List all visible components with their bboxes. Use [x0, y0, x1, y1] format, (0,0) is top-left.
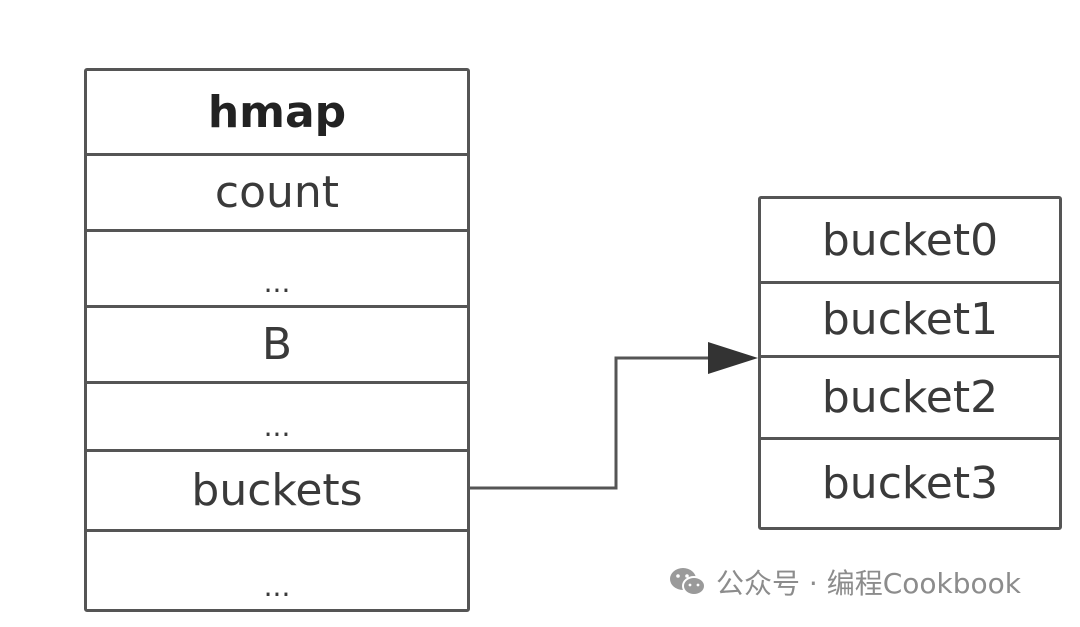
- bucket-3: bucket3: [761, 437, 1059, 527]
- bucket-2: bucket2: [761, 355, 1059, 437]
- hmap-struct-table: hmap count ... B ... buckets ...: [84, 68, 470, 612]
- arrow-connector-line: [470, 356, 712, 490]
- wechat-icon: [670, 568, 706, 596]
- arrow-head: [708, 342, 758, 374]
- watermark-text: 公众号 · 编程Cookbook: [716, 567, 1021, 600]
- bucket-0: bucket0: [821, 214, 999, 266]
- field-count: count: [87, 153, 467, 229]
- bucket-1: bucket1: [761, 281, 1059, 355]
- field-ellipsis-1: ...: [87, 229, 467, 305]
- bucket-array-table: bucket0 bucket1 bucket2 bucket3: [758, 196, 1062, 530]
- field-ellipsis-3: ...: [87, 529, 467, 609]
- hmap-title: hmap: [207, 86, 347, 138]
- field-ellipsis-2: ...: [87, 381, 467, 449]
- field-b: B: [87, 305, 467, 381]
- watermark: 公众号 · 编程Cookbook: [668, 562, 1021, 602]
- field-buckets: buckets: [87, 449, 467, 529]
